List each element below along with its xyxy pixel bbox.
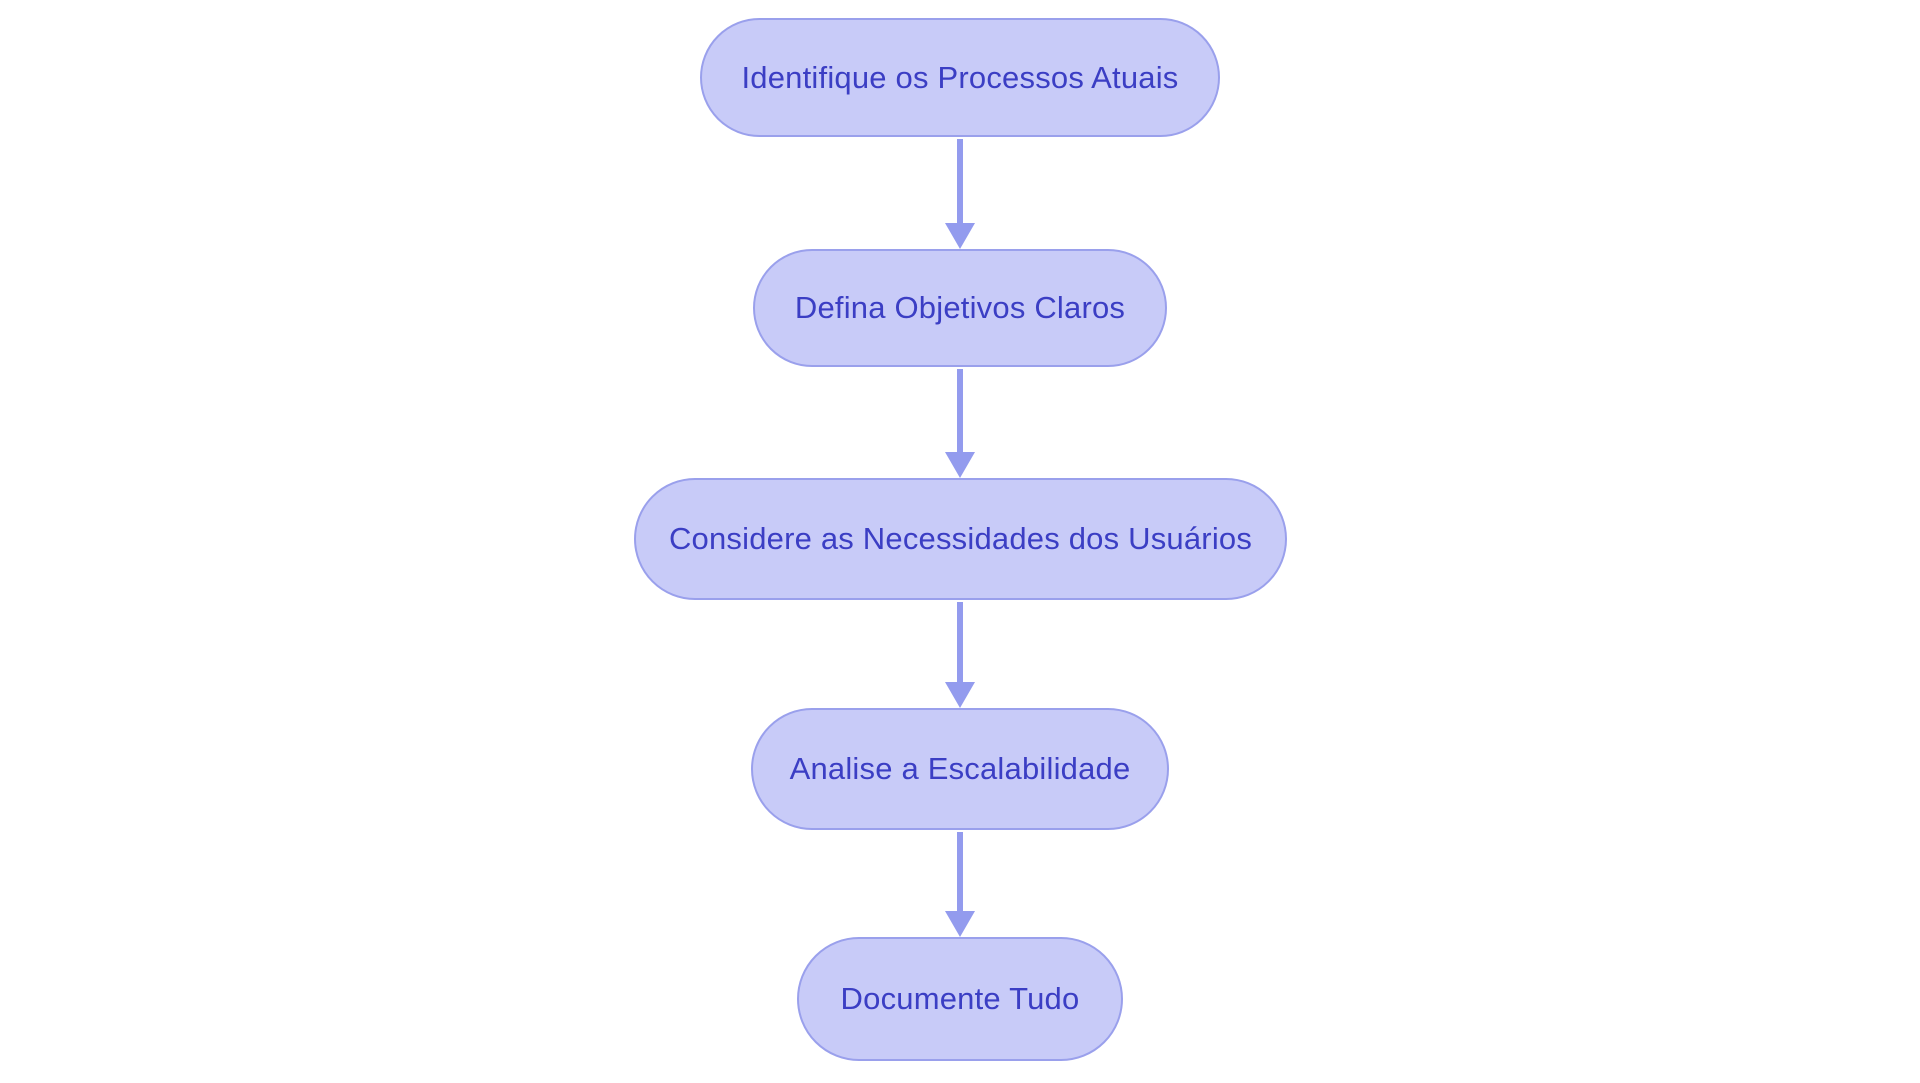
flow-arrow-4	[945, 832, 975, 937]
flow-arrow-1	[945, 139, 975, 249]
flow-node-documente-tudo: Documente Tudo	[797, 937, 1123, 1061]
arrowhead-down-icon	[945, 911, 975, 937]
flow-node-defina-objetivos: Defina Objetivos Claros	[753, 249, 1167, 367]
flow-node-label: Defina Objetivos Claros	[794, 290, 1126, 325]
flow-node-identifique-processos: Identifique os Processos Atuais	[700, 18, 1220, 137]
flow-node-necessidades-usuarios: Considere as Necessidades dos Usuários	[634, 478, 1287, 600]
arrowhead-down-icon	[945, 682, 975, 708]
flow-arrow-3	[945, 602, 975, 708]
arrowhead-down-icon	[945, 223, 975, 249]
flow-node-label: Documente Tudo	[840, 981, 1080, 1016]
arrowhead-down-icon	[945, 452, 975, 478]
flow-arrow-2	[945, 369, 975, 478]
flow-node-label: Considere as Necessidades dos Usuários	[668, 521, 1253, 556]
flow-node-label: Analise a Escalabilidade	[789, 751, 1131, 786]
flow-node-label: Identifique os Processos Atuais	[741, 59, 1179, 95]
flow-node-analise-escalabilidade: Analise a Escalabilidade	[751, 708, 1169, 830]
